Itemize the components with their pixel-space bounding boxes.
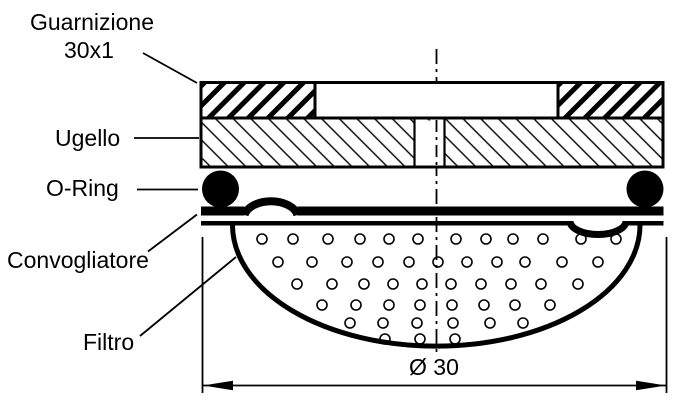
flange-bar — [201, 197, 664, 217]
nozzle-section — [199, 116, 665, 169]
gasket-section — [199, 81, 665, 120]
filter-hole — [383, 299, 395, 311]
leader-filtro — [139, 256, 237, 337]
filter-hole — [412, 233, 424, 245]
filter-hole — [306, 256, 318, 268]
filter-hole — [432, 256, 444, 268]
filter-hole — [372, 256, 384, 268]
oring-left — [202, 170, 239, 208]
filter-hole — [272, 256, 284, 268]
oring-right — [626, 170, 664, 208]
filter-hole — [480, 233, 492, 245]
nozzle-slot — [415, 120, 444, 166]
filter-hole — [461, 256, 473, 268]
filter-holes — [256, 233, 622, 345]
filter-hole — [287, 233, 299, 245]
filter-hole — [414, 333, 426, 345]
plate-dimple-right — [566, 220, 630, 238]
arrowhead-right — [636, 380, 666, 391]
dimension-d30 — [201, 237, 668, 393]
gasket-hatch-left — [199, 81, 317, 120]
label-guarnizione-size: 30x1 — [64, 37, 114, 63]
filter-hole — [416, 278, 428, 290]
filter-hole — [379, 333, 391, 345]
leader-lines — [134, 52, 237, 337]
label-filtro: Filtro — [83, 329, 135, 355]
filter-hole — [350, 299, 362, 311]
filter-hole — [291, 278, 303, 290]
filter-hole — [446, 299, 458, 311]
label-ugello: Ugello — [55, 125, 121, 151]
filter-hole — [403, 256, 415, 268]
label-convogliatore: Convogliatore — [7, 247, 149, 273]
filter-hole — [450, 233, 462, 245]
filter-hole — [256, 233, 268, 245]
filter-hole — [610, 233, 622, 245]
filter-hole — [447, 317, 459, 329]
filter-hole — [537, 233, 549, 245]
filter-hole — [572, 278, 584, 290]
filter-bowl — [230, 224, 643, 349]
filter-hole — [354, 233, 366, 245]
filter-hole — [575, 233, 587, 245]
flange-bar-left-segment — [201, 206, 245, 216]
arrowhead-left — [203, 380, 233, 391]
filter-hole — [507, 233, 519, 245]
filter-hole — [411, 317, 423, 329]
filter-hole — [341, 256, 353, 268]
filter-hole — [544, 299, 556, 311]
filter-hole — [322, 233, 334, 245]
flange-bar-right-segment — [297, 206, 664, 216]
filter-hole — [445, 278, 457, 290]
leader-convogliatore — [147, 213, 198, 253]
filter-hole — [478, 299, 490, 311]
filter-hole — [535, 278, 547, 290]
filter-hole — [326, 278, 338, 290]
filter-hole — [383, 233, 395, 245]
filter-hole — [592, 256, 604, 268]
filter-hole — [475, 278, 487, 290]
leader-guarnizione — [142, 52, 198, 84]
filter-hole — [519, 256, 531, 268]
filter-hole — [491, 256, 503, 268]
filter-hole — [484, 317, 496, 329]
filter-hole — [414, 299, 426, 311]
filter-hole — [344, 317, 356, 329]
filter-hole — [316, 299, 328, 311]
flange-arch-left — [240, 197, 302, 217]
filter-hole — [556, 256, 568, 268]
filter-hole — [449, 333, 461, 345]
filter-hole — [517, 317, 529, 329]
label-oring: O-Ring — [46, 175, 119, 201]
gasket-hatch-right — [556, 81, 665, 120]
label-guarnizione: Guarnizione — [30, 9, 155, 35]
filter-hole — [509, 299, 521, 311]
label-diameter-30: Ø 30 — [409, 354, 459, 380]
filter-hole — [377, 317, 389, 329]
filter-hole — [387, 278, 399, 290]
filter-hole — [358, 278, 370, 290]
conveyor-plate — [201, 221, 664, 226]
filter-hole — [505, 278, 517, 290]
